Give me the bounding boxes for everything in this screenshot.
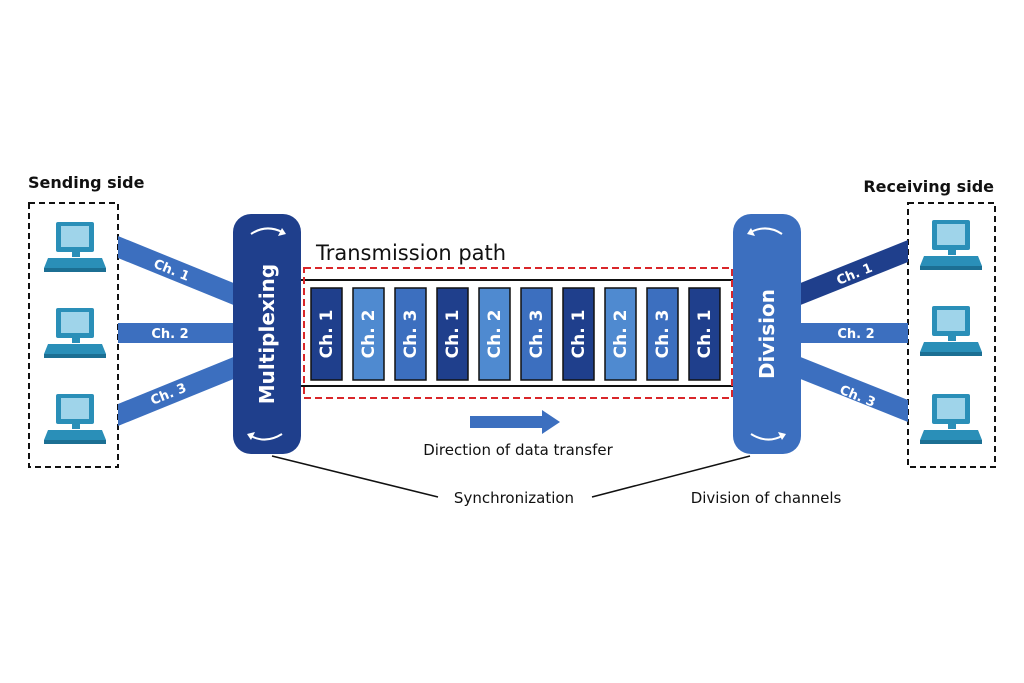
computer-icon (920, 306, 982, 356)
slot-label: Ch. 2 (485, 310, 505, 359)
sync-leader-line (271, 455, 439, 498)
multiplexing-block (233, 214, 301, 454)
transmission-path-box (303, 267, 733, 399)
slot-label: Ch. 1 (695, 310, 715, 359)
channel-band-out-2 (798, 323, 908, 343)
slot-7: Ch. 1 (562, 287, 595, 381)
computer-icon (44, 394, 106, 444)
channel-label-in-2: Ch. 2 (151, 327, 188, 342)
computer-icon (44, 308, 106, 358)
slot-label: Ch. 3 (401, 310, 421, 359)
division-block (733, 214, 801, 454)
computer-icon (44, 222, 106, 272)
slot-1: Ch. 1 (310, 287, 343, 381)
receiving-side-label: Receiving side (863, 177, 994, 196)
computer-icon (920, 220, 982, 270)
rotate-arrow-icon (278, 228, 286, 236)
transmission-path-label: Transmission path (315, 241, 506, 265)
slot-label: Ch. 1 (443, 310, 463, 359)
multiplexing-label: Multiplexing (255, 264, 279, 404)
slot-10: Ch. 1 (688, 287, 721, 381)
slot-2: Ch. 2 (352, 287, 385, 381)
rotate-arrow-icon (750, 227, 783, 235)
sync-leader-line (591, 455, 751, 498)
slot-label: Ch. 1 (317, 310, 337, 359)
rotate-arrow-icon (250, 433, 283, 441)
direction-arrow-icon (470, 410, 560, 434)
slot-6: Ch. 3 (520, 287, 553, 381)
division-label: Division (755, 289, 779, 379)
channel-band-out-3 (798, 356, 908, 422)
slot-label: Ch. 2 (611, 310, 631, 359)
slot-3: Ch. 3 (394, 287, 427, 381)
rotate-arrow-icon (247, 432, 255, 440)
direction-label: Direction of data transfer (423, 441, 613, 459)
division-of-channels-label: Division of channels (691, 489, 842, 507)
slot-5: Ch. 2 (478, 287, 511, 381)
computer-icon (920, 394, 982, 444)
sending-side-label: Sending side (28, 173, 145, 192)
synchronization-label: Synchronization (454, 489, 574, 507)
channel-band-in-2 (118, 323, 236, 343)
rotate-arrow-icon (750, 433, 783, 441)
rotate-arrow-icon (250, 227, 283, 235)
slot-8: Ch. 2 (604, 287, 637, 381)
slot-9: Ch. 3 (646, 287, 679, 381)
rotate-arrow-icon (747, 228, 755, 236)
channel-band-in-3 (118, 356, 236, 426)
slot-group: Ch. 1 Ch. 2 Ch. 3 Ch. 1 Ch. 2 Ch. 3 Ch. … (310, 287, 721, 381)
slot-4: Ch. 1 (436, 287, 469, 381)
channel-band-in-1 (118, 236, 236, 306)
rotate-arrow-icon (778, 432, 786, 440)
slot-label: Ch. 2 (359, 310, 379, 359)
slot-label: Ch. 1 (569, 310, 589, 359)
slot-label: Ch. 3 (653, 310, 673, 359)
slot-label: Ch. 3 (527, 310, 547, 359)
channel-band-out-1 (798, 240, 908, 306)
channel-label-out-2: Ch. 2 (837, 327, 874, 342)
